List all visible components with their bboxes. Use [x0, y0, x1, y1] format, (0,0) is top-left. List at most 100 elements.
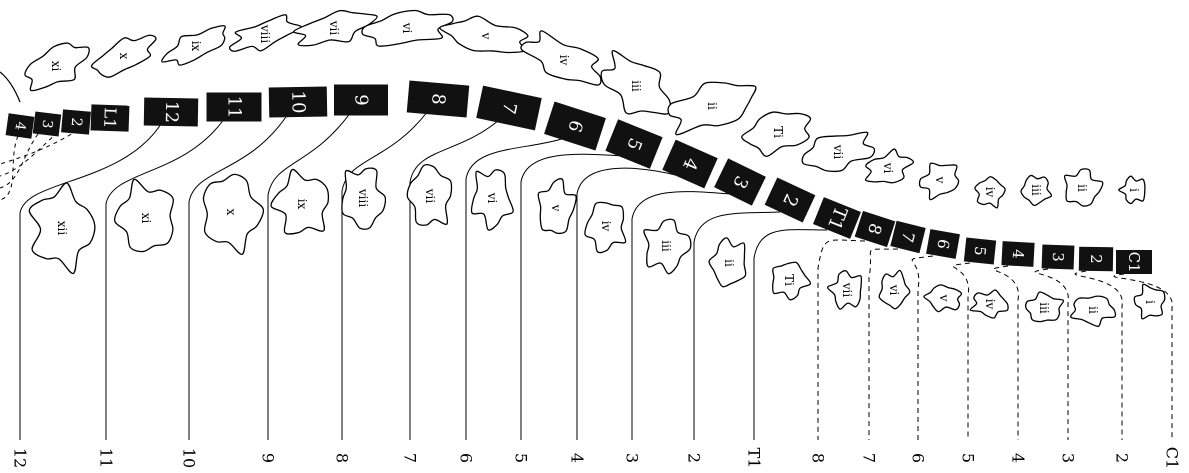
upper-process-label: viii [258, 24, 272, 43]
segment-block: 2 [765, 178, 816, 223]
vertebral-body-label: vii [423, 188, 437, 204]
segment-label: 11 [224, 96, 245, 119]
upper-process-label: ii [1075, 184, 1089, 192]
nerve-label: 3 [623, 453, 642, 463]
upper-process-label: x [117, 53, 131, 60]
vertebral-body-label: xii [55, 221, 69, 236]
nerve-root-line [754, 230, 827, 440]
nerve-label: 9 [259, 453, 278, 463]
segment-label: 8 [427, 92, 449, 105]
nerve-root-line [106, 119, 224, 440]
upper-process-label: vi [881, 162, 895, 174]
upper-process-label: vii [327, 20, 341, 36]
upper-process-label: vii [831, 144, 845, 160]
segment-label: 2 [68, 117, 85, 127]
nerve-label: 7 [401, 453, 420, 463]
nerve-label: 7 [860, 453, 879, 463]
segment-block: 10 [269, 86, 328, 117]
segment-block: 3 [714, 158, 766, 205]
nerve-root-line [342, 111, 428, 440]
segment-block: 2 [1079, 247, 1113, 272]
segment-label: 4 [1009, 249, 1027, 259]
nerve-label: 12 [11, 448, 30, 468]
vertebral-body-label: ii [722, 259, 736, 267]
caudal-root-line [0, 132, 58, 176]
nerve-label: 2 [1113, 453, 1132, 463]
caudal-root-line [0, 134, 38, 188]
vertebral-body-label: iv [599, 221, 613, 232]
segment-block: 2 [61, 109, 91, 134]
vertebral-body-label: vi [887, 284, 901, 296]
nerve-label: 8 [333, 453, 352, 463]
segment-label: 3 [1049, 252, 1067, 262]
vertebral-body-label: ix [295, 199, 309, 210]
nerve-label: 6 [909, 453, 928, 463]
segment-block: 12 [144, 98, 198, 127]
vertebral-body-label: Ti [782, 274, 796, 286]
segment-block: C1 [1116, 250, 1152, 274]
vertebral-body-label: vii [840, 282, 854, 298]
upper-process-label: iii [629, 80, 643, 92]
nerve-label: T1 [745, 448, 764, 469]
nerve-root-line [268, 112, 351, 440]
segment-block: 7 [890, 221, 925, 253]
nerve-root-line [577, 168, 680, 440]
segment-label: L1 [100, 107, 120, 129]
segment-block: 9 [334, 85, 388, 116]
segment-block: 11 [207, 93, 262, 122]
upper-process-label: Ti [771, 126, 785, 138]
nerve-label: 5 [512, 453, 531, 463]
caudal-process-outline [0, 72, 20, 102]
segment-block: 6 [926, 229, 960, 259]
segment-block: 3 [33, 111, 61, 136]
segment-block: L1 [91, 104, 130, 131]
nerve-label: 8 [809, 453, 828, 463]
segment-block: 5 [964, 237, 996, 264]
segment-label: 9 [351, 94, 372, 105]
nerve-root-line [912, 256, 933, 440]
upper-process-label: v [933, 176, 947, 184]
upper-process-label: ix [189, 41, 203, 52]
segment-block: 4 [6, 113, 35, 138]
nerve-label: 10 [180, 448, 199, 468]
vertebral-body-label: vi [485, 192, 499, 204]
nerve-label: 11 [97, 448, 116, 468]
segment-block: 8 [855, 211, 896, 247]
nerve-root-line [632, 192, 730, 440]
vertebral-body-label: iv [983, 299, 997, 310]
nerve-label: 4 [1009, 453, 1028, 463]
segment-block: 4 [662, 140, 717, 189]
upper-process-label: ii [705, 102, 719, 110]
vertebral-body-label: x [224, 209, 238, 216]
vertebral-body-label: iii [659, 240, 673, 252]
segment-label: 2 [1087, 254, 1105, 264]
segment-label: C1 [1125, 252, 1143, 273]
nerve-label: 4 [568, 453, 587, 463]
nerve-root-line [189, 114, 288, 440]
segment-block: 3 [1042, 244, 1075, 269]
vertebral-body-label: i [1143, 300, 1157, 304]
segment-block: 5 [605, 119, 662, 169]
segment-label: 10 [287, 90, 308, 113]
vertebral-body-label: ii [1086, 306, 1100, 314]
segment-label: 12 [161, 101, 181, 123]
nerve-root-line [818, 240, 865, 440]
segment-block: 8 [407, 80, 470, 117]
vertebral-body-label: v [937, 294, 951, 302]
segment-block-layer: 432L112111098765432T18765432C1 [6, 80, 1152, 274]
segment-label: 5 [971, 245, 990, 256]
vertebral-body-label: v [549, 204, 563, 212]
caudal-root-line [0, 136, 18, 200]
upper-process-label: v [479, 32, 493, 40]
upper-process-label: i [1127, 188, 1141, 192]
nerve-label: 2 [685, 453, 704, 463]
segment-block: 7 [476, 86, 542, 131]
nerve-label: C1 [1163, 447, 1182, 469]
upper-process-label: iv [557, 55, 571, 66]
segment-block: T1 [813, 197, 861, 239]
nerve-label: 6 [457, 453, 476, 463]
nerve-label: 3 [1059, 453, 1078, 463]
segment-block: 6 [544, 101, 606, 150]
